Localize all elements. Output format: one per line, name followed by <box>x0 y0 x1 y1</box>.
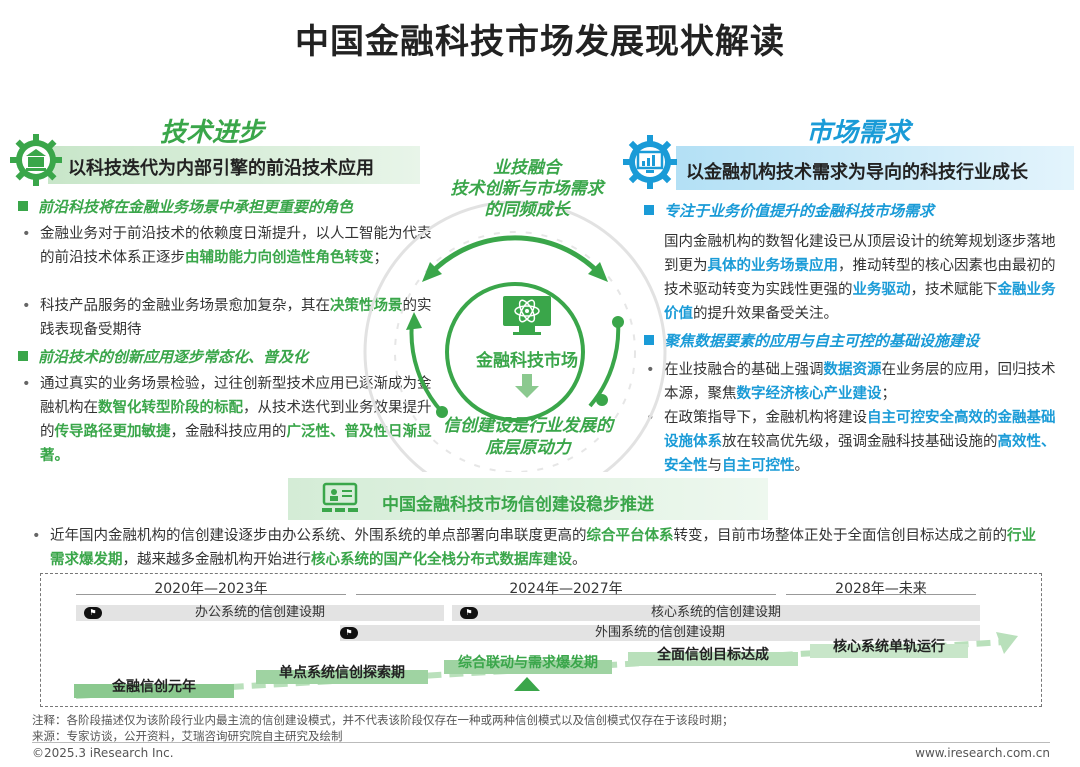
right-para1: 国内金融机构的数智化建设已从顶层设计的统筹规划逐步落地到更为具体的业务场景应用，… <box>664 234 1056 322</box>
left-banner <box>48 146 420 184</box>
right-para2: •在业技融合的基础上强调数据资源在业务层的应用，回归技术本源，聚焦数字经济核心产… <box>646 362 1056 402</box>
step-4: 全面信创目标达成 <box>657 647 769 663</box>
timeline-box <box>40 573 1042 707</box>
center-core-label: 金融科技市场 <box>476 351 578 371</box>
left-para1: •金融业务对于前沿技术的依赖度日渐提升，以人工智能为代表的前沿技术体系正逐步由辅… <box>22 226 432 266</box>
monitor-chart-gear-icon <box>620 132 680 192</box>
step-1: 金融信创元年 <box>112 679 196 695</box>
center-bottom-label-2: 底层原动力 <box>485 438 571 458</box>
right-heading: 市场需求 <box>806 118 911 148</box>
center-bottom-label-1: 信创建设是行业发展的 <box>443 416 613 436</box>
copyright: ©2025.3 iResearch Inc. <box>32 746 174 760</box>
footer-divider <box>32 742 1050 743</box>
bottom-para: •近年国内金融机构的信创建设逐步由办公系统、外围系统的单点部署向串联度更高的综合… <box>32 528 1036 568</box>
period-bracket-1 <box>76 594 346 595</box>
left-para2: •科技产品服务的金融业务场景愈加复杂，其在决策性场景的实践表现备受期待 <box>22 298 432 338</box>
flag-icon: ⚑ <box>340 627 358 639</box>
center-top-label-3: 的同频成长 <box>484 200 570 220</box>
bar-office-systems: 办公系统的信创建设期 <box>76 605 444 621</box>
right-banner-text: 以金融机构技术需求为导向的科技行业成长 <box>686 162 1028 183</box>
step-bar-4 <box>628 652 798 666</box>
down-arrow-icon <box>513 372 541 400</box>
website-link[interactable]: www.iresearch.com.cn <box>915 746 1050 760</box>
step-bar-2 <box>256 670 428 684</box>
note: 注释：各阶段描述仅为该阶段行业内最主流的信创建设模式，并不代表该阶段仅存在一种或… <box>32 713 734 727</box>
period-bracket-2 <box>356 594 776 595</box>
step-bar-3 <box>444 660 612 674</box>
step-5: 核心系统单轨运行 <box>833 639 945 655</box>
step-3: 综合联动与需求爆发期 <box>458 655 598 671</box>
people-screen-icon <box>320 482 360 516</box>
page-title: 中国金融科技市场发展现状解读 <box>295 22 785 62</box>
bottom-banner <box>288 478 768 520</box>
right-sub1: 专注于业务价值提升的金融科技市场需求 <box>644 200 934 221</box>
period-2: 2024年—2027年 <box>509 581 623 597</box>
left-sub2: 前沿技术的创新应用逐步常态化、普及化 <box>18 346 308 367</box>
right-sub2: 聚焦数据要素的应用与自主可控的基础设施建设 <box>644 330 979 351</box>
flag-icon: ⚑ <box>84 607 102 619</box>
flag-icon: ⚑ <box>460 607 478 619</box>
step-bar-1 <box>74 684 234 698</box>
step-2: 单点系统信创探索期 <box>279 665 405 681</box>
atom-monitor-icon <box>497 294 557 338</box>
right-banner <box>676 146 1074 190</box>
left-heading: 技术进步 <box>160 118 265 148</box>
left-banner-text: 以科技迭代为内部引擎的前沿技术应用 <box>68 158 374 179</box>
period-bracket-3 <box>786 594 976 595</box>
left-sub1: 前沿科技将在金融业务场景中承担更重要的角色 <box>18 196 353 217</box>
bank-gear-icon <box>8 132 64 188</box>
center-top-label-1: 业技融合 <box>493 158 561 178</box>
bar-core-systems: 核心系统的信创建设期 <box>452 605 980 621</box>
bottom-banner-text: 中国金融科技市场信创建设稳步推进 <box>382 495 654 515</box>
right-para3: •在政策指导下，金融机构将建设自主可控安全高效的金融基础设施体系放在较高优先级，… <box>646 410 1056 474</box>
center-top-label-2: 技术创新与市场需求 <box>450 179 604 199</box>
step-bar-5 <box>810 644 968 658</box>
source: 来源：专家访谈，公开资料，艾瑞咨询研究院自主研究及绘制 <box>32 729 343 743</box>
period-1: 2020年—2023年 <box>154 581 268 597</box>
left-para3: •通过真实的业务场景检验，过往创新型技术应用已逐渐成为金融机构在数智化转型阶段的… <box>22 376 432 464</box>
current-stage-marker <box>514 676 540 691</box>
bar-peripheral-systems: 外围系统的信创建设期 <box>340 625 980 641</box>
period-3: 2028年—未来 <box>835 581 927 597</box>
